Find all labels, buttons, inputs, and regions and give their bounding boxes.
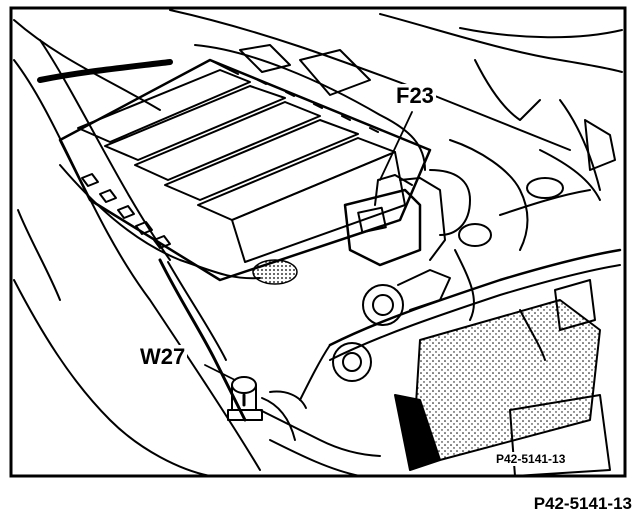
wiring-harness (328, 248, 622, 347)
leader-w27 (204, 364, 236, 381)
inner-reference-label: P42-5141-13 (492, 452, 570, 466)
leader-f23 (379, 111, 413, 181)
battery-terminals (81, 69, 379, 249)
figure-reference-label: P42-5141-13 (533, 494, 632, 513)
connector-w27 (227, 376, 263, 421)
callout-f23: F23 (394, 83, 436, 108)
battery-cell (164, 119, 359, 201)
fuse-holder-f23 (343, 188, 422, 267)
callout-w27: W27 (138, 344, 188, 369)
cable-channel (194, 44, 426, 171)
strut-tower (449, 139, 529, 251)
battery-cell (104, 85, 286, 161)
fender-inner-line (39, 39, 171, 261)
cable-w27 (158, 258, 247, 422)
vent-grill (252, 259, 298, 285)
relay-housing (362, 284, 404, 326)
battery-cell (134, 101, 321, 181)
battery-cell (77, 69, 251, 143)
fender-edge (13, 19, 161, 111)
relay-housing (332, 342, 372, 382)
